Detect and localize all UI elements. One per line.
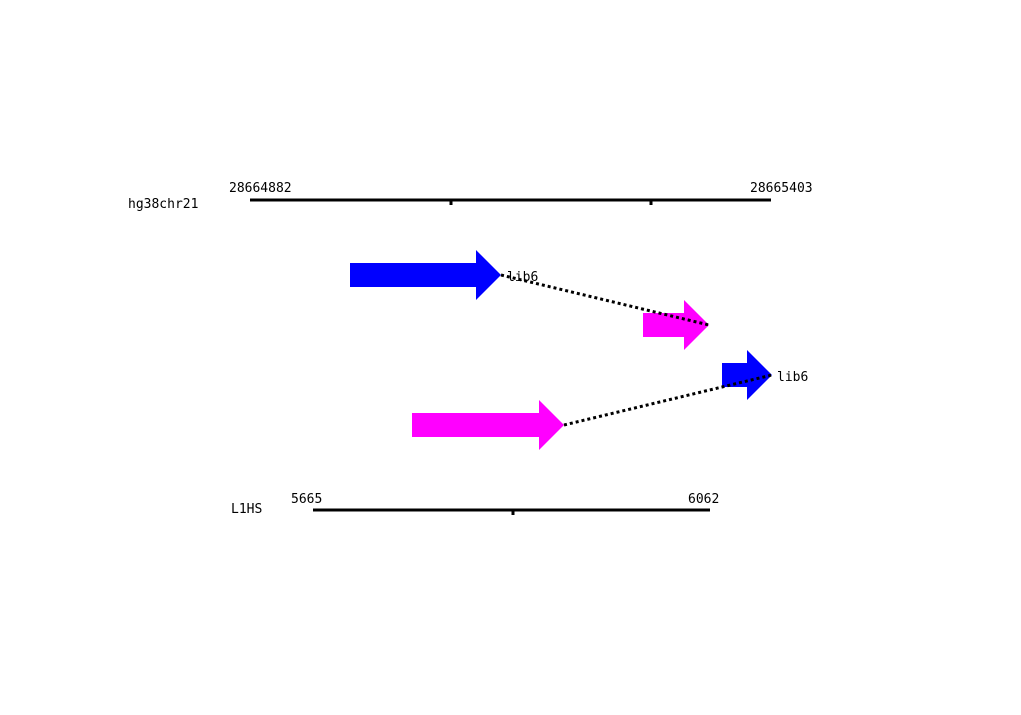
bottom-track: L1HS 5665 6062 [231, 492, 719, 517]
blue-segment-arrow [350, 250, 501, 300]
alignment-segments [350, 250, 772, 450]
top-track-start-label: 28664882 [229, 181, 292, 196]
segment-links: lib6 lib6 [500, 270, 808, 427]
blue-segment-arrow [722, 350, 772, 400]
bottom-track-name: L1HS [231, 502, 262, 517]
link-label: lib6 [777, 370, 808, 385]
link-label: lib6 [507, 270, 538, 285]
magenta-segment-arrow [643, 300, 709, 350]
top-track-end-label: 28665403 [750, 181, 813, 196]
top-track-name: hg38chr21 [128, 197, 198, 212]
top-track: hg38chr21 28664882 28665403 [128, 181, 813, 212]
dotted-link [563, 373, 773, 427]
bottom-track-end-label: 6062 [688, 492, 719, 507]
bottom-track-start-label: 5665 [291, 492, 322, 507]
magenta-segment-arrow [412, 400, 564, 450]
